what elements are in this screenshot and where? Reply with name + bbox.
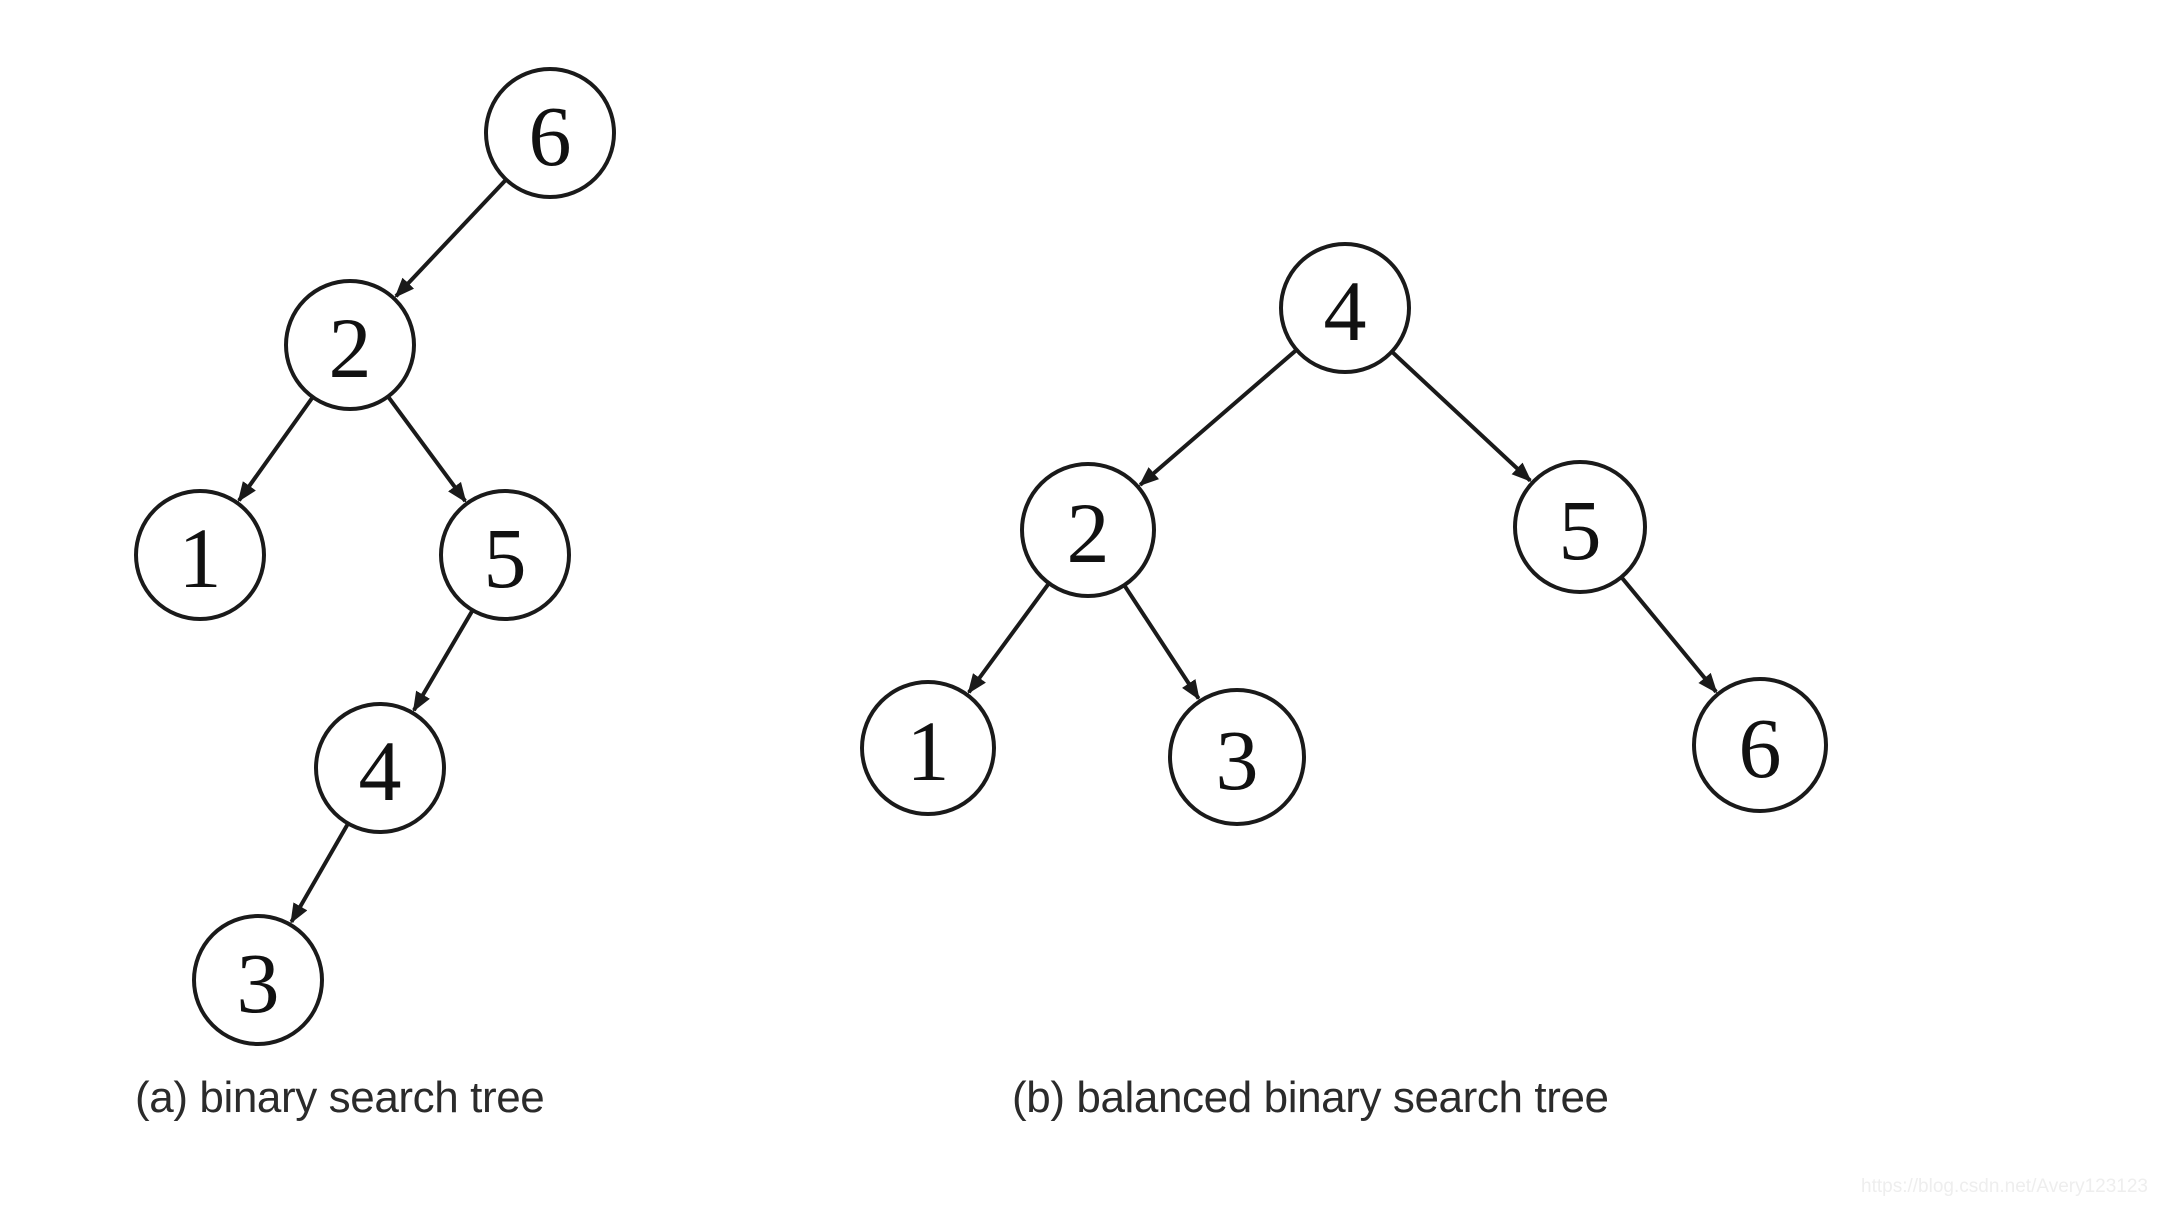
- node-label: 1: [907, 703, 950, 799]
- node-label: 2: [1067, 485, 1110, 581]
- node-circle: [1279, 242, 1411, 374]
- captions-layer: (a) binary search tree (b) balanced binar…: [135, 1073, 1609, 1122]
- tree-node-b-6[interactable]: 6: [1692, 677, 1828, 813]
- tree-edge-2-to-5: [385, 394, 467, 503]
- tree-node-b-5[interactable]: 5: [1513, 460, 1647, 594]
- node-label: 6: [1739, 700, 1782, 796]
- tree-edge-6-to-2: [394, 177, 509, 298]
- node-label: 4: [1324, 263, 1367, 359]
- node-label: 4: [359, 723, 402, 819]
- tree-node-b-1[interactable]: 1: [860, 680, 996, 816]
- tree-edge-4-to-5: [1389, 349, 1532, 483]
- tree-edge-4-to-2: [1138, 347, 1299, 487]
- watermark-text: https://blog.csdn.net/Avery123123: [1861, 1176, 2148, 1197]
- edges-layer: [237, 177, 1718, 924]
- node-label: 6: [529, 88, 572, 184]
- node-circle: [484, 67, 616, 199]
- node-circle: [314, 702, 446, 834]
- node-circle: [860, 680, 996, 816]
- node-circle: [1168, 688, 1306, 826]
- panel-caption-a: (a) binary search tree: [135, 1073, 544, 1122]
- panel-caption-b: (b) balanced binary search tree: [1012, 1073, 1609, 1122]
- tree-edge-2-to-1: [237, 395, 316, 503]
- node-circle: [1020, 462, 1156, 598]
- tree-node-b-3[interactable]: 3: [1168, 688, 1306, 826]
- tree-node-a-6[interactable]: 6: [484, 67, 616, 199]
- node-label: 5: [484, 510, 527, 606]
- tree-node-a-4[interactable]: 4: [314, 702, 446, 834]
- tree-node-a-1[interactable]: 1: [134, 489, 266, 621]
- tree-edge-5-to-6: [1619, 575, 1718, 694]
- tree-edge-5-to-4: [412, 608, 475, 712]
- tree-node-a-3[interactable]: 3: [192, 914, 324, 1046]
- node-circle: [284, 279, 416, 411]
- node-label: 1: [179, 510, 222, 606]
- node-circle: [1513, 460, 1647, 594]
- nodes-layer: 6 2 1 5 4 3 4 2 5 1 3 6: [134, 67, 1828, 1046]
- node-circle: [439, 489, 571, 621]
- tree-edge-2-to-1: [967, 581, 1052, 694]
- node-label: 3: [237, 935, 280, 1031]
- tree-node-b-4[interactable]: 4: [1279, 242, 1411, 374]
- node-circle: [134, 489, 266, 621]
- tree-node-b-2[interactable]: 2: [1020, 462, 1156, 598]
- tree-edge-4-to-3: [289, 821, 351, 924]
- node-label: 2: [329, 300, 372, 396]
- node-label: 5: [1559, 482, 1602, 578]
- tree-edge-2-to-3: [1121, 583, 1201, 701]
- tree-node-a-5[interactable]: 5: [439, 489, 571, 621]
- node-circle: [1692, 677, 1828, 813]
- tree-node-a-2[interactable]: 2: [284, 279, 416, 411]
- node-circle: [192, 914, 324, 1046]
- node-label: 3: [1216, 712, 1259, 808]
